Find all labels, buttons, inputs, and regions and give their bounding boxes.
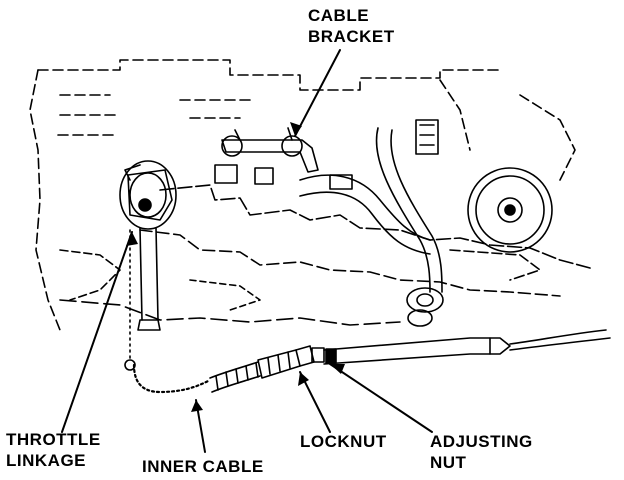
label-adjusting-nut-line1: ADJUSTING [430, 432, 533, 451]
engine-body [59, 164, 591, 326]
pulley [467, 167, 553, 253]
inner-cable [124, 229, 212, 394]
cable-housing [209, 329, 611, 393]
label-throttle-linkage-line1: THROTTLE [6, 430, 101, 449]
label-inner-cable: INNER CABLE [142, 457, 264, 476]
label-cable-bracket: CABLE BRACKET [308, 5, 395, 47]
leader-arrowheads [126, 122, 345, 412]
label-cable-bracket-line1: CABLE [308, 6, 370, 25]
label-throttle-linkage-line2: LINKAGE [6, 451, 86, 470]
hose [299, 119, 443, 293]
cable-bracket [221, 127, 319, 173]
label-throttle-linkage: THROTTLE LINKAGE [6, 429, 101, 471]
label-adjusting-nut-line2: NUT [430, 453, 467, 472]
grommet [406, 287, 444, 327]
label-locknut: LOCKNUT [300, 432, 387, 451]
engine-outline [29, 59, 576, 331]
label-cable-bracket-line2: BRACKET [308, 27, 395, 46]
label-adjusting-nut: ADJUSTING NUT [430, 431, 533, 473]
adjusting-nut [325, 348, 337, 364]
throttle-linkage [119, 160, 177, 331]
leader-lines [61, 49, 433, 453]
